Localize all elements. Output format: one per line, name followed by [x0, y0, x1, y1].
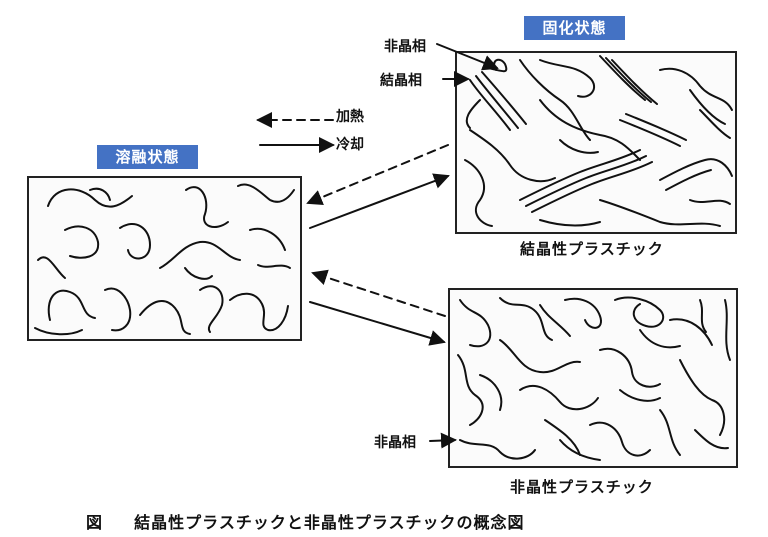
amorphous-plastic-caption: 非晶性プラスチック	[510, 478, 654, 496]
heating-arrow-from-amorphous	[311, 269, 446, 317]
melt-chains	[34, 183, 295, 336]
cooling-arrow-to-crystalline	[309, 173, 450, 229]
melt-state-label: 溶融状態	[97, 145, 198, 169]
amorphous-pointer-bottom	[429, 432, 457, 449]
cooling-arrow-to-amorphous	[309, 301, 446, 346]
crystalline-plastic-panel	[455, 51, 737, 234]
crystalline-plastic-caption: 結晶性プラスチック	[520, 240, 664, 258]
amorphous-phase-label-top: 非晶相	[384, 39, 426, 55]
amorphous-chains	[457, 296, 731, 461]
crystalline-phase-label: 結晶相	[380, 73, 422, 89]
cooling-legend-label: 冷却	[336, 137, 364, 153]
amorphous-pointer-top	[436, 43, 499, 71]
figure-caption-text: 結晶性プラスチックと非晶性プラスチックの概念図	[134, 513, 525, 532]
crystalline-chains	[464, 55, 733, 227]
solid-state-label: 固化状態	[524, 16, 625, 40]
heating-arrow-from-crystalline	[306, 144, 449, 206]
figure-caption: 図 結晶性プラスチックと非晶性プラスチックの概念図	[86, 509, 525, 533]
melt-state-panel	[27, 176, 302, 341]
amorphous-phase-label-bottom: 非晶相	[374, 435, 416, 451]
figure-caption-prefix: 図	[86, 513, 104, 532]
heating-legend-label: 加熱	[336, 109, 364, 125]
